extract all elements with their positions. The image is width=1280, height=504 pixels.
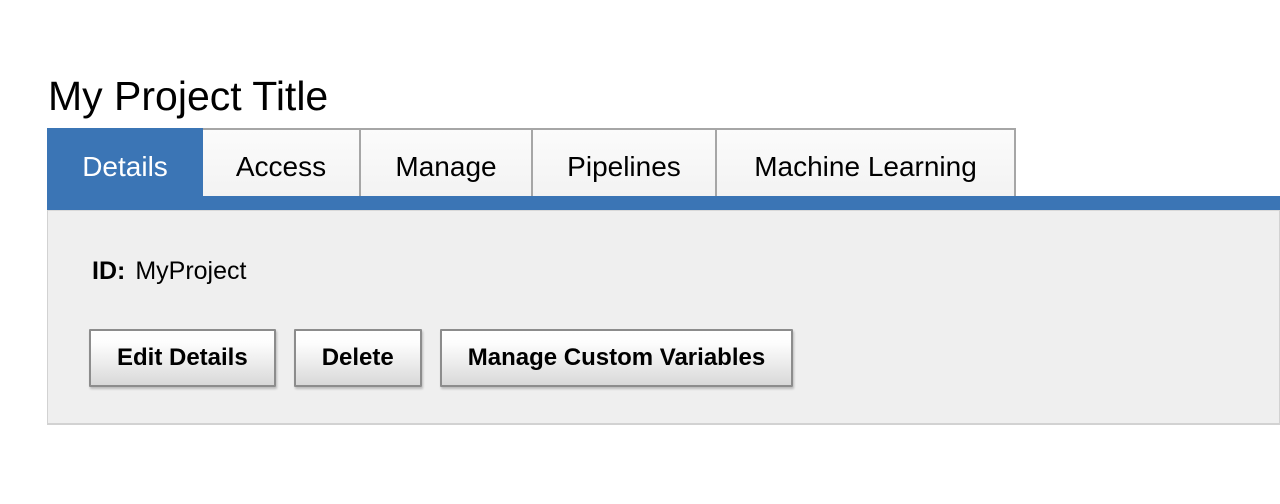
tab-machine-learning[interactable]: Machine Learning	[717, 128, 1016, 203]
tab-details[interactable]: Details	[47, 128, 203, 203]
tab-active-underline	[47, 196, 1280, 210]
project-id-value: MyProject	[135, 257, 247, 285]
project-id-label: ID:	[92, 257, 126, 285]
details-panel: ID: MyProject Edit Details Delete Manage Cu…	[47, 210, 1280, 425]
tab-pipelines[interactable]: Pipelines	[533, 128, 717, 203]
tab-manage[interactable]: Manage	[361, 128, 533, 203]
page-title: My Project Title	[48, 73, 329, 120]
manage-custom-variables-button[interactable]: Manage Custom Variables	[439, 329, 794, 387]
project-id-row: ID: MyProject	[92, 256, 246, 286]
edit-details-button[interactable]: Edit Details	[89, 329, 276, 387]
delete-button[interactable]: Delete	[293, 329, 422, 387]
tab-access[interactable]: Access	[203, 128, 361, 203]
action-button-row: Edit Details Delete Manage Custom Variable…	[89, 329, 794, 387]
